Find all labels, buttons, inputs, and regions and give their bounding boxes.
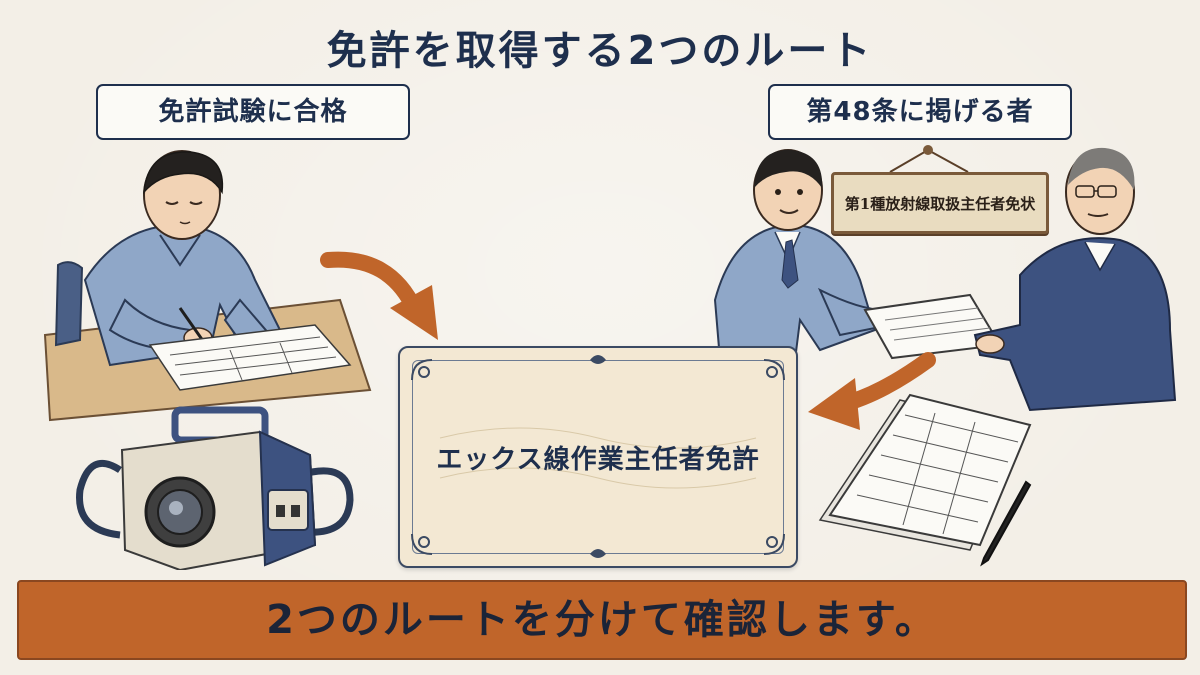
license-name: エックス線作業主任者免許 [436, 444, 760, 475]
ornament-icon [411, 355, 785, 558]
license-card: エックス線作業主任者免許 [398, 346, 798, 568]
certificate-handover-icon [713, 145, 1177, 567]
arrow-icon [320, 251, 438, 340]
route-label-exam: 免許試験に合格 [96, 84, 410, 140]
page-title: 免許を取得する2つのルート [326, 28, 874, 74]
exam-writing-worker-icon [43, 150, 372, 570]
certificate-plaque: 第1種放射線取扱主任者免状 [831, 172, 1049, 234]
summary-banner: 2つのルートを分けて確認します。 [17, 580, 1187, 660]
arrow-icon [808, 352, 936, 430]
route-label-article48: 第48条に掲げる者 [768, 84, 1072, 140]
